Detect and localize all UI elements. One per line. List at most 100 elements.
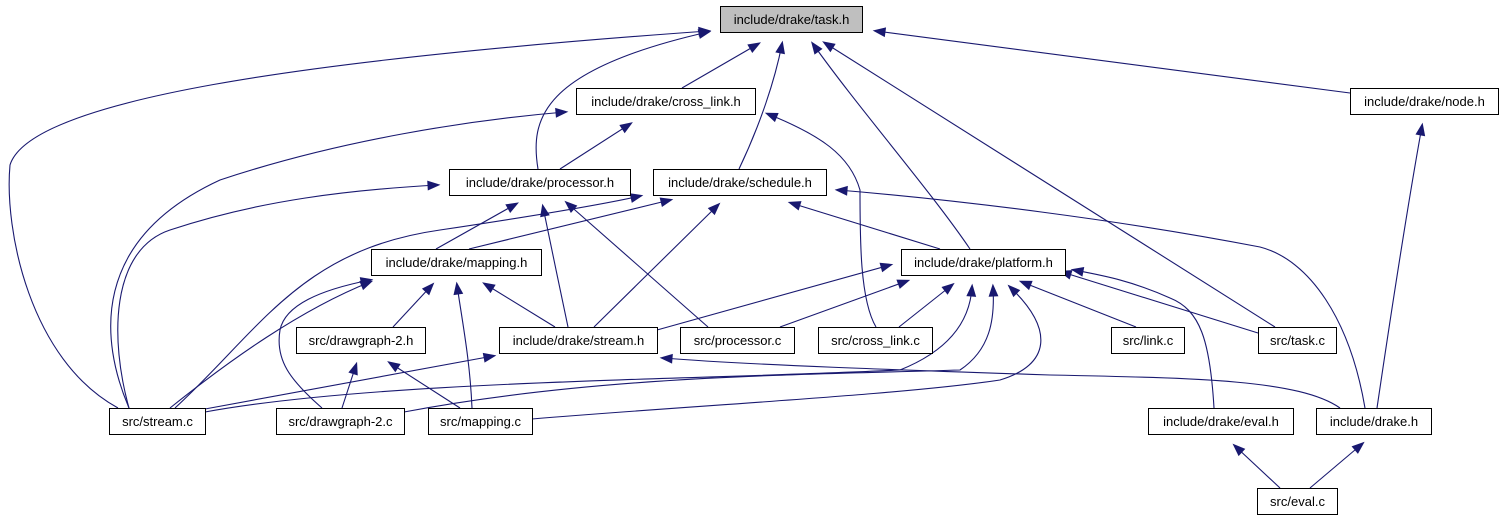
edge-drawgraph2_c-to-platform_h [403,283,999,413]
edge-cross_link_h-to-task_h [681,42,761,89]
arrowhead [659,197,674,208]
edge-line [204,286,973,413]
edge-line [403,286,994,413]
arrowhead [619,122,633,134]
node-drawgraph2-h[interactable]: src/drawgraph-2.h [296,327,426,354]
edge-mapping_h-to-processor_h [435,202,519,250]
edge-processor_c-to-platform_h [779,279,911,328]
node-label: include/drake/processor.h [466,175,614,190]
node-drawgraph2-c[interactable]: src/drawgraph-2.c [276,408,405,435]
node-box [109,408,206,435]
edge-line [898,284,953,328]
arrowhead [822,41,836,53]
edge-line [738,43,783,170]
arrowhead [966,283,977,297]
edge-line [174,195,641,409]
arrowhead [707,202,721,216]
edge-line [559,123,631,170]
edge-stream_h-to-mapping_h [482,282,556,328]
node-stream-h[interactable]: include/drake/stream.h [499,327,658,354]
node-box [449,169,631,196]
node-box [1316,408,1432,435]
node-label: src/stream.c [122,414,193,429]
node-eval-h[interactable]: include/drake/eval.h [1148,408,1294,435]
arrowhead [747,42,761,54]
node-label: include/drake/stream.h [513,333,645,348]
node-box [901,249,1066,276]
node-box [1111,327,1185,354]
edge-line [117,184,438,409]
arrowhead [387,361,401,373]
edge-stream_h-to-platform_h [656,262,894,331]
arrowhead [787,201,802,211]
arrowhead [453,281,464,296]
edge-line [435,203,517,250]
node-box [653,169,827,196]
node-label: src/mapping.c [440,414,521,429]
node-link-c[interactable]: src/link.c [1111,327,1185,354]
edge-task_c-to-platform_h [1058,270,1259,334]
arrowhead [941,282,955,295]
arrowhead [872,27,887,38]
node-box [371,249,542,276]
arrowhead [482,352,497,363]
edge-schedule_h-to-task_h [738,40,785,170]
arrowhead [659,353,673,364]
nodes-layer: include/drake/task.h include/drake/cross_… [109,6,1499,515]
edge-line [1073,269,1215,409]
edge-line [278,279,371,409]
edge-line [1234,445,1281,489]
node-mapping-h[interactable]: include/drake/mapping.h [371,249,542,276]
node-label: src/drawgraph-2.c [288,414,393,429]
arrowhead [698,26,712,37]
arrowhead [988,283,999,297]
edge-stream_c-to-platform_h [204,283,977,413]
arrowhead [811,41,823,55]
node-label: src/processor.c [694,333,782,348]
node-task-h[interactable]: include/drake/task.h [720,6,863,33]
node-box [276,408,405,435]
node-label: include/drake/schedule.h [668,175,812,190]
node-stream-c[interactable]: src/stream.c [109,408,206,435]
arrowhead [505,202,519,213]
edge-line [837,189,1366,409]
edge-cross_link_c-to-cross_link_h [764,112,877,328]
edge-line [681,43,759,89]
node-label: include/drake.h [1330,414,1418,429]
node-mapping-c[interactable]: src/mapping.c [428,408,533,435]
edge-platform_h-to-schedule_h [787,201,941,250]
node-box [720,6,863,33]
edge-line [1061,271,1259,334]
node-drake-h[interactable]: include/drake.h [1316,408,1432,435]
node-label: src/cross_link.c [831,333,920,348]
edge-line [875,30,1351,94]
edge-processor_h-to-cross_link_h [559,122,633,170]
edge-stream_c-to-stream_h [204,352,497,410]
node-box [818,327,933,354]
edge-line [535,31,709,170]
node-processor-h[interactable]: include/drake/processor.h [449,169,631,196]
arrowhead [540,203,550,218]
node-label: src/eval.c [1270,494,1325,509]
edge-line [169,281,371,409]
edge-line [662,357,1341,409]
edge-drawgraph2_c-to-mapping_h [278,277,374,409]
node-task-c[interactable]: src/task.c [1258,327,1337,354]
edge-line [456,284,473,409]
edge-link_c-to-platform_h [1018,280,1137,328]
node-cross-link-c[interactable]: src/cross_link.c [818,327,933,354]
node-processor-c[interactable]: src/processor.c [680,327,795,354]
node-platform-h[interactable]: include/drake/platform.h [901,249,1066,276]
arrowhead [775,40,785,55]
node-node-h[interactable]: include/drake/node.h [1350,88,1499,115]
edge-line [542,206,569,328]
node-box [1257,488,1338,515]
edge-stream_c-to-cross_link_h [110,107,569,409]
edge-mapping_c-to-drawgraph2_h [387,361,461,409]
node-cross-link-h[interactable]: include/drake/cross_link.h [576,88,756,115]
node-schedule-h[interactable]: include/drake/schedule.h [653,169,827,196]
edge-line [392,284,433,328]
node-eval-c[interactable]: src/eval.c [1257,488,1338,515]
node-label: include/drake/eval.h [1163,414,1279,429]
node-box [296,327,426,354]
